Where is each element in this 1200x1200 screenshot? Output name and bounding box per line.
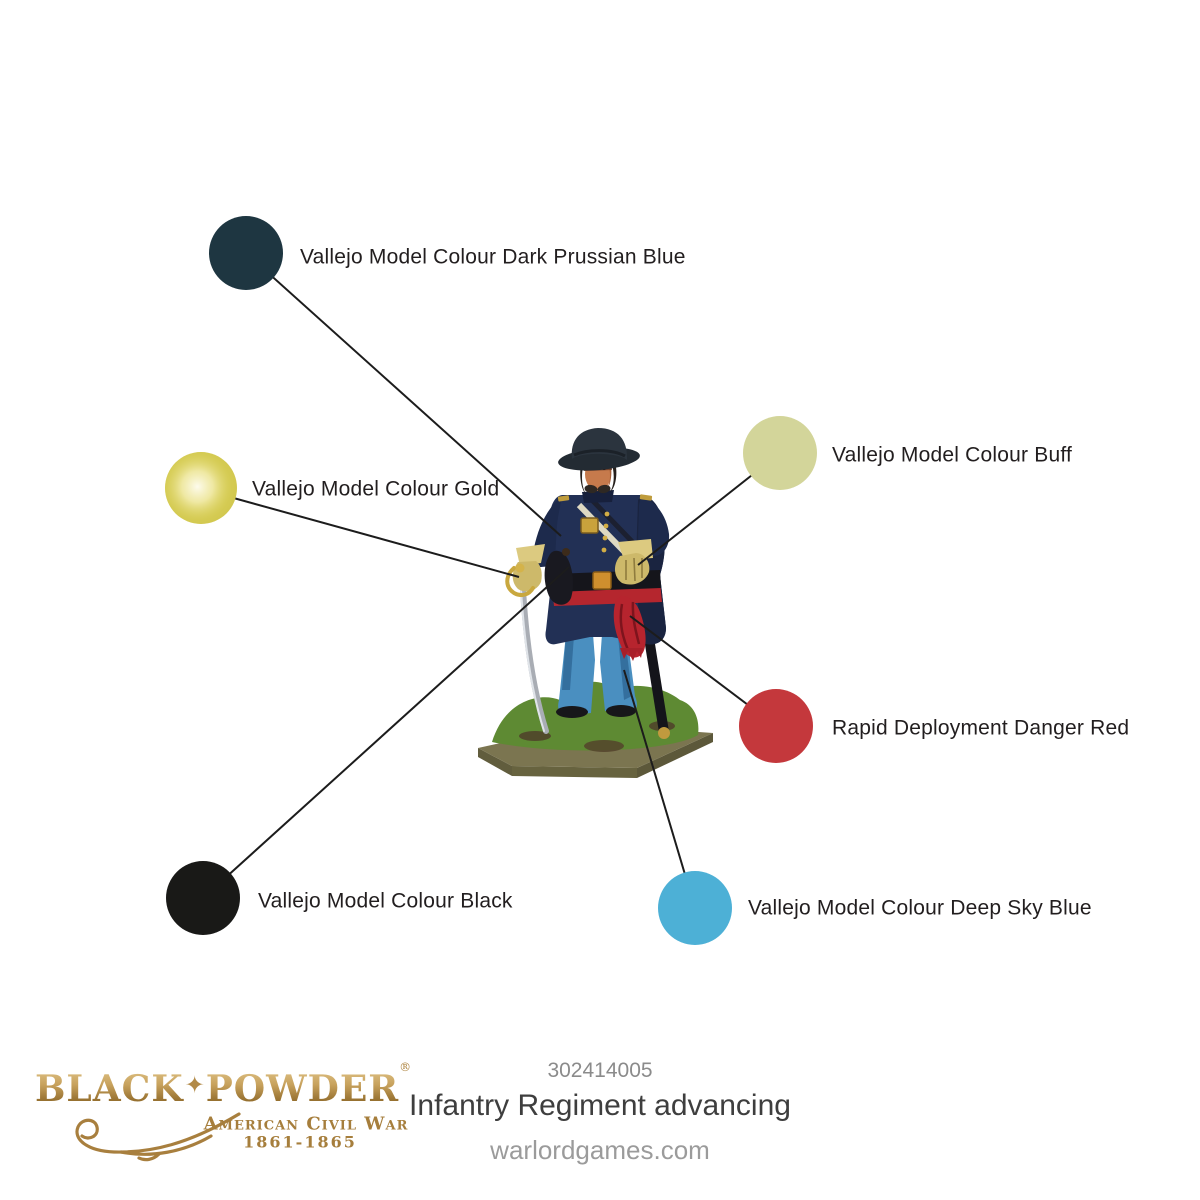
- sword-pommel: [515, 563, 525, 573]
- shoulder-strap: [557, 495, 570, 502]
- callout-label-buff: Vallejo Model Colour Buff: [832, 443, 1073, 467]
- logo-flourish-icon: [75, 1112, 241, 1162]
- product-code: 302414005: [547, 1059, 653, 1082]
- callout-label-danger-red: Rapid Deployment Danger Red: [832, 716, 1130, 740]
- registered-mark: ®: [399, 1060, 412, 1074]
- gauntlet-cuff-left: [516, 544, 545, 566]
- black-powder-wordmark: Black✦Powder®: [35, 1060, 411, 1110]
- shoe: [556, 706, 588, 718]
- callout-label-gold: Vallejo Model Colour Gold: [252, 477, 500, 501]
- logo-subtitle: American Civil War: [203, 1113, 409, 1135]
- swatch-buff: [743, 416, 817, 490]
- connector-lines: [200, 252, 781, 909]
- product-name: Infantry Regiment advancing: [409, 1089, 791, 1122]
- button: [604, 511, 610, 517]
- belt-buckle: [592, 571, 612, 590]
- grass-mound: [492, 681, 699, 751]
- brand-word-black: Black: [35, 1068, 184, 1110]
- brand-word-powder: Powder: [205, 1068, 400, 1110]
- callout-label-dark-prussian-blue: Vallejo Model Colour Dark Prussian Blue: [300, 245, 686, 269]
- swatch-deep-sky-blue: [658, 871, 732, 945]
- moustache: [584, 484, 598, 494]
- hat-band: [573, 449, 626, 458]
- trouser-shade: [562, 634, 574, 690]
- sword-guard: [505, 566, 535, 598]
- connector-deep-sky-blue: [623, 669, 696, 909]
- sash-tassel-folds: [619, 601, 641, 651]
- callout-label-deep-sky-blue: Vallejo Model Colour Deep Sky Blue: [748, 896, 1092, 920]
- connector-gold: [200, 488, 520, 578]
- base-side: [637, 733, 713, 778]
- dirt-patch: [519, 731, 551, 741]
- shoulder-strap: [639, 494, 653, 501]
- button: [601, 547, 607, 553]
- swatch-dark-prussian-blue: [209, 216, 283, 290]
- scabbard-tip: [658, 727, 670, 739]
- moustache: [597, 484, 611, 494]
- base-side: [512, 766, 637, 778]
- dirt-patch: [584, 740, 624, 752]
- pistol-grip: [562, 548, 570, 556]
- button: [602, 535, 608, 541]
- callout-label-black: Vallejo Model Colour Black: [258, 889, 513, 913]
- website-url: warlordgames.com: [490, 1135, 710, 1165]
- shoe: [606, 705, 636, 717]
- swatch-gold-sheen: [165, 452, 237, 524]
- connector-black: [202, 566, 570, 899]
- sash-fringe: [620, 648, 643, 661]
- holster: [544, 550, 574, 605]
- collar: [582, 490, 614, 503]
- logo-years: 1861-1865: [243, 1132, 357, 1152]
- sword-blade-edge: [520, 588, 545, 732]
- swatch-danger-red: [739, 689, 813, 763]
- star-separator-icon: ✦: [184, 1071, 205, 1099]
- glove-right: [614, 553, 650, 585]
- button: [603, 523, 609, 529]
- black-powder-logo: Black✦Powder® American Civil War 1861-18…: [35, 1060, 411, 1180]
- swatch-black: [166, 861, 240, 935]
- union-officer-miniature: [478, 428, 713, 778]
- hair: [580, 465, 586, 494]
- connector-dark-prussian-blue: [245, 252, 562, 537]
- hair: [610, 463, 617, 492]
- belt-plate: [580, 517, 599, 534]
- base-side: [478, 748, 512, 776]
